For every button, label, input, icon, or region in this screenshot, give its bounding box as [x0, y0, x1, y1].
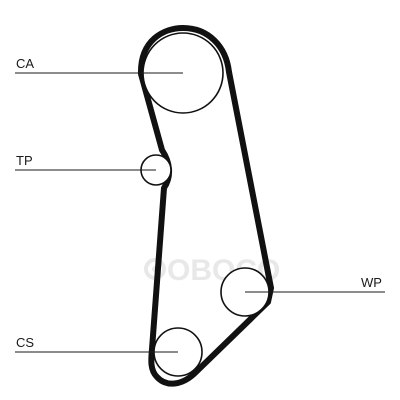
ca-label: CA: [16, 56, 34, 71]
cs-label: CS: [16, 335, 34, 350]
wp-label: WP: [361, 275, 382, 290]
timing-belt: [137, 25, 274, 387]
tp-label: TP: [16, 153, 33, 168]
